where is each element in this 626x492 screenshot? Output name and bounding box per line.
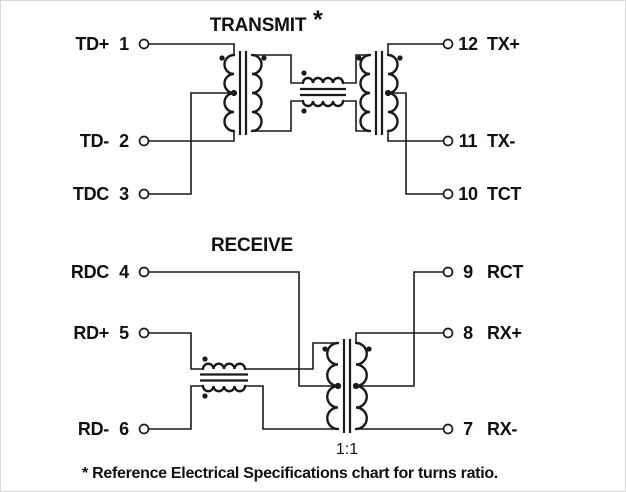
pin-terminal-12	[442, 38, 454, 50]
wire	[387, 43, 444, 55]
pin-terminal-1	[138, 38, 150, 50]
wire	[148, 385, 203, 430]
transmit-dots	[219, 55, 403, 114]
phase-dot	[356, 55, 362, 61]
winding	[301, 99, 345, 108]
wire	[148, 131, 235, 142]
receive-pin-label-rdc: RDC	[71, 262, 109, 282]
transmit-pin-terminals	[138, 38, 454, 200]
phase-dot	[301, 70, 307, 76]
turns-ratio-label: 1:1	[336, 441, 358, 458]
junction-dot	[384, 89, 392, 97]
phase-dot	[397, 55, 403, 61]
transmit-title: TRANSMIT	[210, 15, 307, 36]
winding	[201, 384, 247, 393]
transmit-section: TRANSMIT *	[73, 6, 522, 204]
receive-pin-label-rct: RCT	[487, 262, 523, 282]
receive-pin-number-9: 9	[463, 262, 473, 282]
footnote-text: * Reference Electrical Specifications ch…	[82, 465, 498, 482]
receive-pin-number-4: 4	[119, 262, 129, 282]
transmit-pin-label-td-plus: TD+	[75, 34, 109, 54]
wire	[245, 342, 338, 370]
transmit-transformer-2	[359, 51, 399, 135]
wire	[356, 271, 444, 387]
wire	[252, 54, 303, 84]
transmit-choke	[300, 76, 346, 108]
transmit-pin-number-12: 12	[458, 34, 478, 54]
pin-terminal-9	[442, 266, 454, 278]
receive-transformer	[326, 339, 368, 433]
transmit-pin-label-td-minus: TD-	[80, 131, 109, 151]
receive-pin-number-8: 8	[463, 323, 473, 343]
pin-terminal-6	[138, 423, 150, 435]
pin-terminal-11	[442, 135, 454, 147]
wire	[388, 92, 444, 195]
pin-terminal-4	[138, 266, 150, 278]
phase-dot	[301, 108, 307, 114]
receive-title: RECEIVE	[211, 235, 293, 256]
wire	[148, 43, 235, 55]
junction-dot	[334, 382, 342, 390]
winding	[301, 76, 345, 85]
receive-wires	[148, 271, 444, 430]
phase-dot	[261, 55, 267, 61]
pin-terminal-7	[442, 423, 454, 435]
wire	[355, 332, 444, 343]
wire	[343, 54, 370, 84]
pin-terminal-10	[442, 188, 454, 200]
pin-terminal-2	[138, 135, 150, 147]
phase-dot	[322, 346, 328, 352]
transmit-pin-label-tdc: TDC	[73, 184, 109, 204]
wire	[387, 131, 444, 142]
transmit-pin-label-tx-plus: TX+	[487, 34, 520, 54]
wire	[148, 271, 338, 387]
junction-dot	[352, 382, 360, 390]
transmit-pin-number-2: 2	[119, 131, 129, 151]
phase-dot	[366, 346, 372, 352]
wire	[343, 100, 370, 132]
transmit-pin-number-1: 1	[119, 34, 129, 54]
transmit-wires	[148, 43, 444, 195]
phase-dot	[219, 55, 225, 61]
transmit-pin-number-11: 11	[459, 131, 478, 151]
wire	[148, 332, 203, 370]
receive-choke	[200, 362, 248, 393]
phase-dot	[202, 393, 208, 399]
receive-pin-label-rd-plus: RD+	[73, 323, 109, 343]
receive-pin-number-6: 6	[119, 419, 129, 439]
wire	[148, 92, 234, 195]
phase-dot	[202, 356, 208, 362]
winding	[250, 53, 263, 133]
transmit-pin-label-tct: TCT	[487, 184, 521, 204]
receive-pin-label-rx-minus: RX-	[487, 419, 517, 439]
pin-terminal-8	[442, 327, 454, 339]
wire	[252, 100, 303, 132]
receive-pin-label-rd-minus: RD-	[78, 419, 109, 439]
transmit-pin-label-tx-minus: TX-	[487, 131, 515, 151]
wire	[245, 385, 338, 430]
receive-dots	[202, 346, 372, 399]
receive-pin-number-5: 5	[119, 323, 129, 343]
transmit-pin-number-10: 10	[458, 184, 478, 204]
receive-pin-label-rx-plus: RX+	[487, 323, 522, 343]
pin-terminal-3	[138, 188, 150, 200]
receive-pin-terminals	[138, 266, 454, 435]
receive-pin-number-7: 7	[463, 419, 473, 439]
winding	[359, 53, 372, 133]
transmit-asterisk: *	[313, 6, 323, 34]
transmit-transformer-1	[223, 51, 263, 135]
pin-terminal-5	[138, 327, 150, 339]
winding	[201, 362, 247, 371]
junction-dot	[230, 89, 238, 97]
receive-section: RECEIVE	[71, 235, 524, 458]
transmit-pin-number-3: 3	[119, 184, 129, 204]
